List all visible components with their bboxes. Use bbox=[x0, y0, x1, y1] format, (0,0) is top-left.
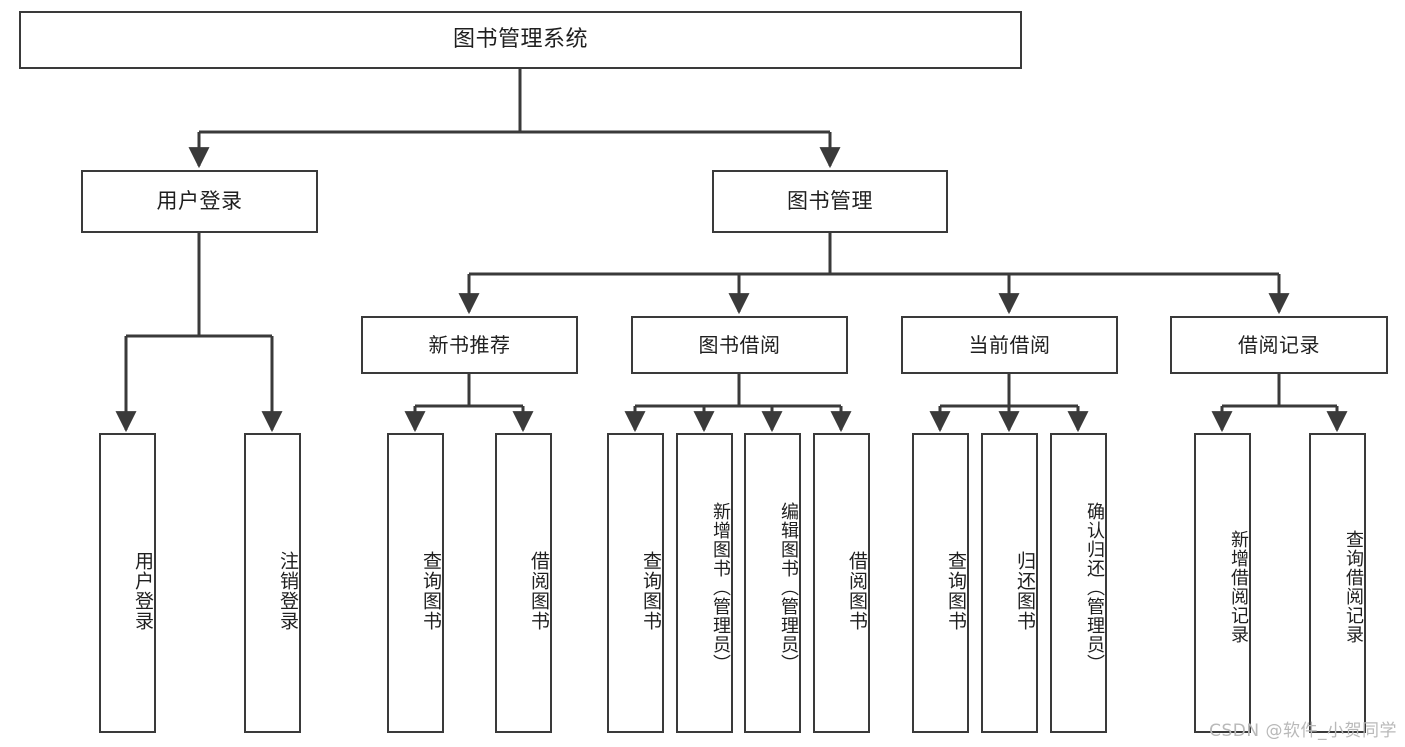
leaf-borrow-record-query[interactable]: 查询借阅记录 bbox=[1309, 433, 1366, 733]
node-book-management[interactable]: 图书管理 bbox=[712, 170, 948, 233]
node-current-borrow[interactable]: 当前借阅 bbox=[901, 316, 1118, 374]
node-root-system[interactable]: 图书管理系统 bbox=[19, 11, 1022, 69]
leaf-borrow-record-add[interactable]: 新增借阅记录 bbox=[1194, 433, 1251, 733]
leaf-book-borrow-borrow[interactable]: 借阅图书 bbox=[813, 433, 870, 733]
leaf-book-borrow-edit[interactable]: 编辑图书（管理员） bbox=[744, 433, 801, 733]
node-user-login[interactable]: 用户登录 bbox=[81, 170, 318, 233]
leaf-current-borrow-query[interactable]: 查询图书 bbox=[912, 433, 969, 733]
leaf-user-login-logout[interactable]: 注销登录 bbox=[244, 433, 301, 733]
leaf-new-book-query[interactable]: 查询图书 bbox=[387, 433, 444, 733]
node-book-borrow[interactable]: 图书借阅 bbox=[631, 316, 848, 374]
leaf-current-borrow-confirm-return[interactable]: 确认归还（管理员） bbox=[1050, 433, 1107, 733]
leaf-book-borrow-query[interactable]: 查询图书 bbox=[607, 433, 664, 733]
leaf-user-login-login[interactable]: 用户登录 bbox=[99, 433, 156, 733]
leaf-book-borrow-add[interactable]: 新增图书（管理员） bbox=[676, 433, 733, 733]
node-borrow-record[interactable]: 借阅记录 bbox=[1170, 316, 1388, 374]
node-new-book-recommend[interactable]: 新书推荐 bbox=[361, 316, 578, 374]
leaf-current-borrow-return[interactable]: 归还图书 bbox=[981, 433, 1038, 733]
leaf-new-book-borrow[interactable]: 借阅图书 bbox=[495, 433, 552, 733]
